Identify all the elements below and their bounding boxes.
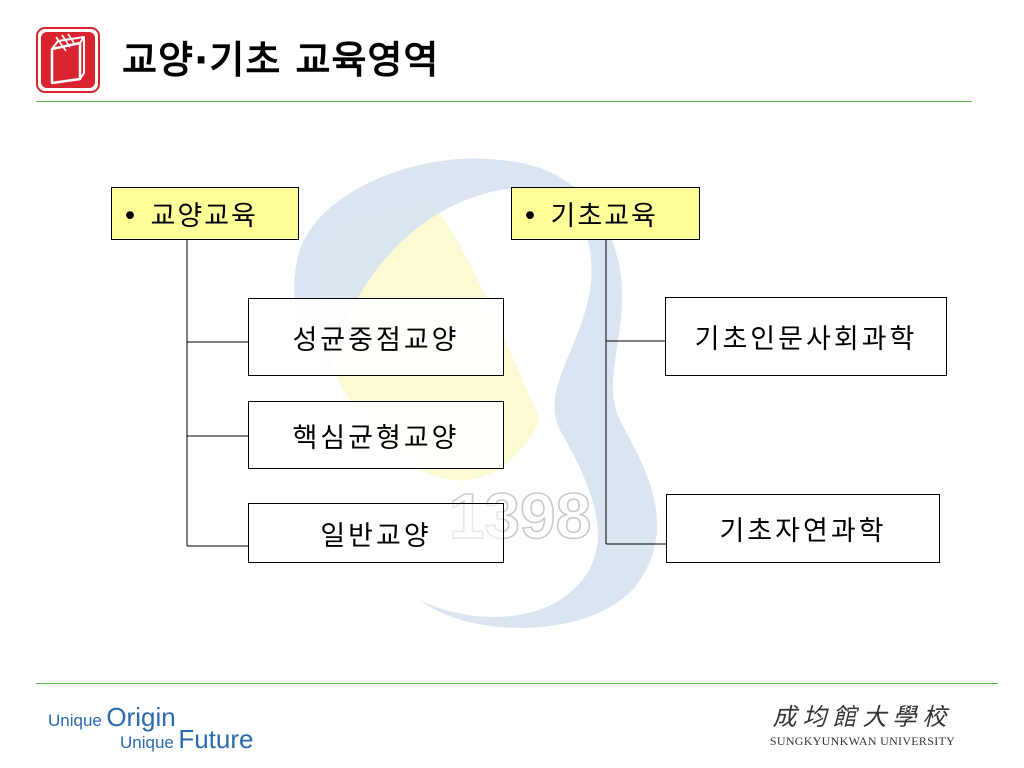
slogan-word: Unique	[48, 711, 102, 730]
category-box-basic-education: • 기초교육	[511, 187, 700, 240]
child-label: 기초인문사회과학	[694, 324, 918, 355]
slogan: Unique Origin Unique Future	[48, 694, 288, 754]
page-title: 교양·기초 교육영역	[122, 38, 440, 82]
emblem-blue-s-shape	[294, 158, 658, 628]
slogan-word: Unique	[120, 733, 174, 752]
child-box-core-balanced: 핵심균형교양	[248, 401, 504, 469]
category-label: • 기초교육	[522, 201, 658, 232]
slogan-word-emphasis: Origin	[106, 702, 176, 732]
university-logo: 成均館大學校 SUNGKYUNKWAN UNIVERSITY	[740, 702, 985, 758]
header-divider	[36, 101, 972, 102]
slogan-line-2: Unique Future	[120, 724, 253, 755]
child-label: 일반교양	[320, 520, 432, 552]
child-box-basic-humanities-social: 기초인문사회과학	[665, 297, 947, 376]
slogan-word-emphasis: Future	[178, 724, 254, 754]
child-box-skku-core: 성균중점교양	[248, 298, 504, 376]
child-label: 핵심균형교양	[292, 422, 460, 454]
child-label: 기초자연과학	[719, 516, 887, 547]
child-box-general-liberal: 일반교양	[248, 503, 504, 563]
category-box-general-education: • 교양교육	[111, 187, 299, 240]
book-icon	[36, 27, 100, 93]
university-name-english: SUNGKYUNKWAN UNIVERSITY	[769, 734, 956, 748]
university-name-chinese: 成均館大學校	[772, 703, 953, 731]
child-label: 성균중점교양	[292, 324, 460, 356]
category-label: • 교양교육	[122, 201, 258, 232]
slogan-line-1: Unique Origin	[48, 702, 176, 733]
child-box-basic-natural-science: 기초자연과학	[666, 494, 940, 563]
footer-divider	[36, 683, 998, 684]
